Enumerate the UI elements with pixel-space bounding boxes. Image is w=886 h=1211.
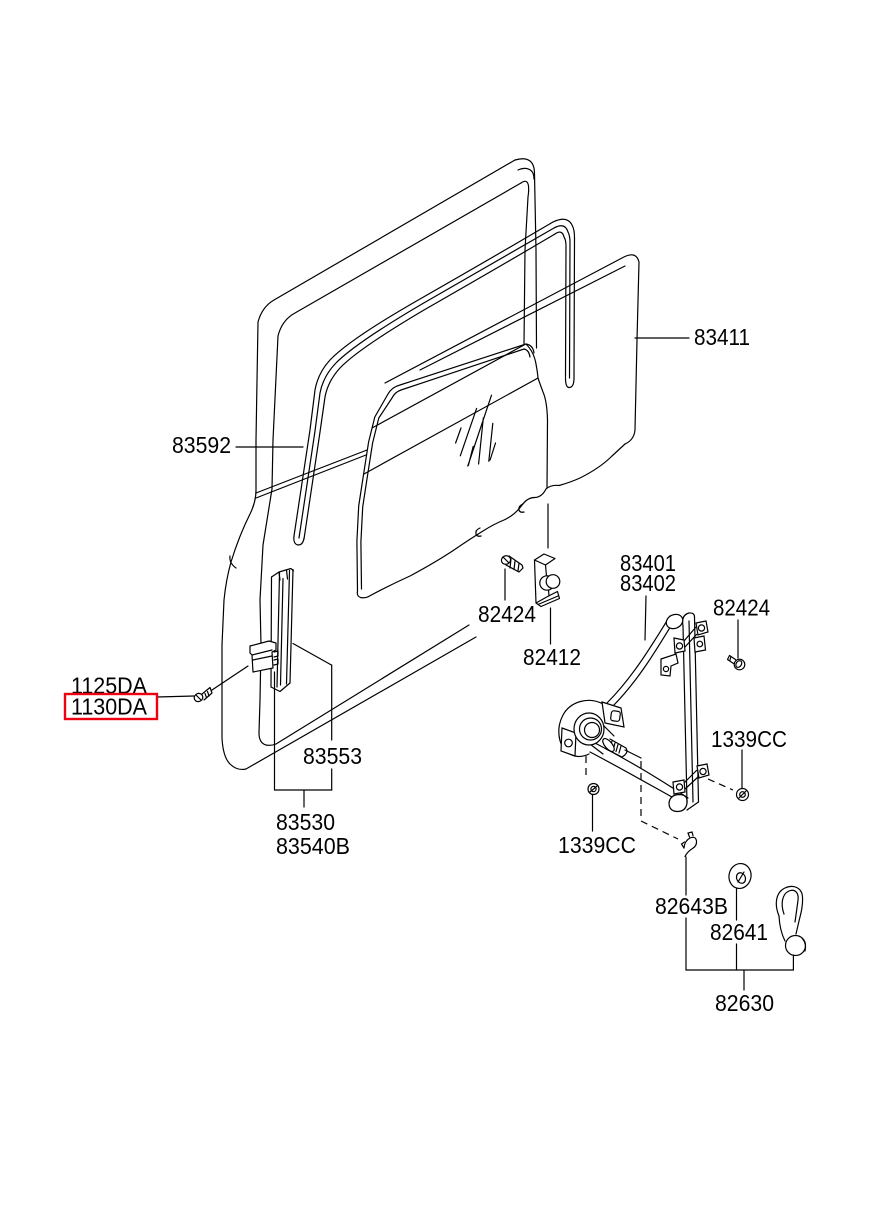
- svg-text:83401: 83401: [620, 550, 676, 576]
- svg-text:83540B: 83540B: [276, 833, 350, 859]
- svg-text:1339CC: 1339CC: [711, 726, 787, 752]
- svg-text:82641: 82641: [710, 919, 768, 945]
- svg-text:1130DA: 1130DA: [71, 694, 148, 720]
- svg-text:83553: 83553: [303, 743, 362, 769]
- svg-text:82424: 82424: [478, 601, 536, 627]
- svg-text:83402: 83402: [620, 570, 676, 596]
- svg-text:82643B: 82643B: [655, 893, 728, 919]
- svg-text:83592: 83592: [172, 432, 231, 458]
- svg-text:82412: 82412: [523, 644, 581, 670]
- svg-text:83530: 83530: [276, 809, 335, 835]
- svg-text:82630: 82630: [715, 990, 774, 1016]
- svg-text:82424: 82424: [713, 595, 770, 621]
- svg-text:1339CC: 1339CC: [558, 832, 636, 858]
- svg-text:83411: 83411: [694, 324, 750, 350]
